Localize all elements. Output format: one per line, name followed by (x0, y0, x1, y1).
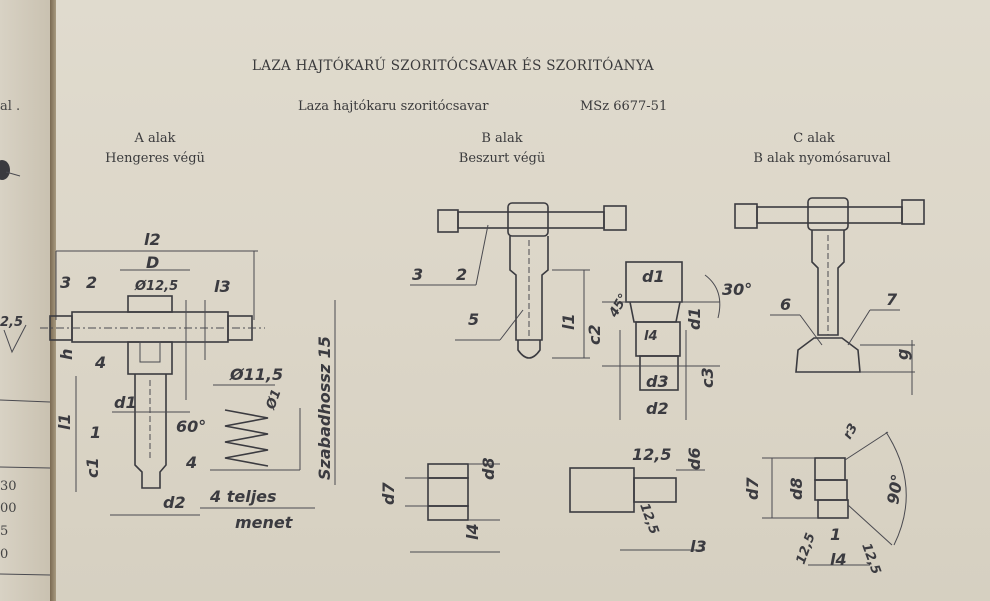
left-page-edge (0, 0, 52, 601)
book-gutter (50, 0, 56, 601)
dim-D: D (146, 253, 159, 272)
dim-d6: d6 (685, 447, 704, 470)
dim-12-5-c-b: 12,5 (858, 541, 883, 576)
variant-c-desc: B alak nyomósaruval (753, 151, 891, 166)
dim-1-c: 1 (830, 525, 841, 544)
page-subtitle: Laza hajtókaru szoritócsavar (298, 99, 489, 114)
standard-number: MSz 6677-51 (580, 99, 668, 114)
spring (210, 384, 301, 471)
drawing-c: 6 7 g d7 d8 r3 90° 12,5 1 l4 12,5 (734, 197, 925, 577)
turns-label: 4 teljes (209, 487, 277, 506)
wire-diameter: Ø1 (263, 387, 284, 412)
part-3-label: 3 (60, 273, 71, 292)
dim-d2-b: d2 (646, 399, 669, 418)
part-6-label: 6 (780, 295, 791, 314)
dim-12-5-pin: 12,5 (632, 445, 671, 464)
spring-diameter: Ø11,5 (229, 365, 283, 384)
dim-chamfer: 45° (606, 291, 632, 321)
left-page-fragments: al . 2,5 30 00 5 0 (0, 99, 51, 576)
dim-d7-b: d7 (379, 482, 398, 505)
page-title: LAZA HAJTÓKARÚ SZORITÓCSAVAR ÉS SZORITÓA… (252, 58, 654, 74)
dim-l2: l2 (144, 230, 161, 249)
dim-g: g (893, 349, 912, 360)
left-num-2: 00 (0, 501, 17, 516)
variant-b-name: B alak (481, 131, 523, 146)
left-page-mark (0, 160, 10, 180)
part-2-label: 2 (86, 273, 97, 292)
part-3-label-b: 3 (412, 265, 423, 284)
dim-d1-b: d1 (642, 267, 665, 286)
dim-c1: c1 (83, 457, 102, 478)
dim-l3: l3 (214, 277, 231, 296)
drawing-a: l2 D Ø12,5 l3 3 2 h 4 l1 d1 1 60° c1 d2 … (40, 230, 336, 532)
dim-l1: l1 (55, 413, 74, 430)
free-length: Szabadhossz 15 (315, 336, 334, 480)
left-num-1: 30 (0, 479, 17, 494)
dim-d2: d2 (163, 493, 186, 512)
left-roughness: 2,5 (0, 315, 23, 330)
dim-12-5-pin-b: 12,5 (636, 501, 661, 536)
dim-d8-c: d8 (787, 477, 806, 500)
angle-30: 30° (722, 280, 752, 299)
dim-d7-c: d7 (743, 477, 762, 500)
part-1-label: 1 (90, 423, 101, 442)
dim-c2: c2 (585, 324, 604, 345)
dim-l4-c: l4 (830, 550, 847, 569)
dim-d12-5: Ø12,5 (134, 279, 178, 294)
left-num-3: 5 (0, 524, 8, 539)
left-page-text: al . (0, 99, 20, 114)
book-page (56, 0, 990, 601)
dim-c3: c3 (698, 367, 717, 388)
part-2-label-b: 2 (456, 265, 467, 284)
part-4-label-a: 4 (94, 353, 106, 372)
dim-d3: d3 (646, 372, 669, 391)
dim-12-5-c: 12,5 (794, 531, 819, 566)
dim-d1: d1 (114, 393, 137, 412)
dim-r3: r3 (840, 421, 861, 442)
dim-d1-side: d1 (685, 307, 704, 330)
variant-c-name: C alak (793, 131, 835, 146)
angle-90: 90° (883, 473, 907, 506)
dim-h: h (57, 349, 76, 360)
variant-b-desc: Beszurt végü (458, 151, 546, 166)
part-5-label: 5 (468, 310, 479, 329)
dim-d8-b: d8 (479, 457, 498, 480)
angle-60: 60° (176, 417, 206, 436)
drawing-b: 3 2 5 l1 d1 30° c2 45° d1 l4 d3 c3 d2 d7… (379, 202, 752, 556)
variant-a-name: A alak (134, 131, 176, 146)
variant-a-desc: Hengeres végü (105, 151, 205, 166)
turns-label-2: menet (235, 513, 294, 532)
dim-l4-detail: l4 (644, 329, 658, 344)
dim-l3-pin: l3 (690, 537, 707, 556)
dim-l4-nut: l4 (463, 523, 482, 540)
part-7-label: 7 (886, 290, 898, 309)
left-num-4: 0 (0, 547, 8, 562)
part-4-label-spring: 4 (185, 453, 197, 472)
dim-l1-b: l1 (559, 313, 578, 330)
